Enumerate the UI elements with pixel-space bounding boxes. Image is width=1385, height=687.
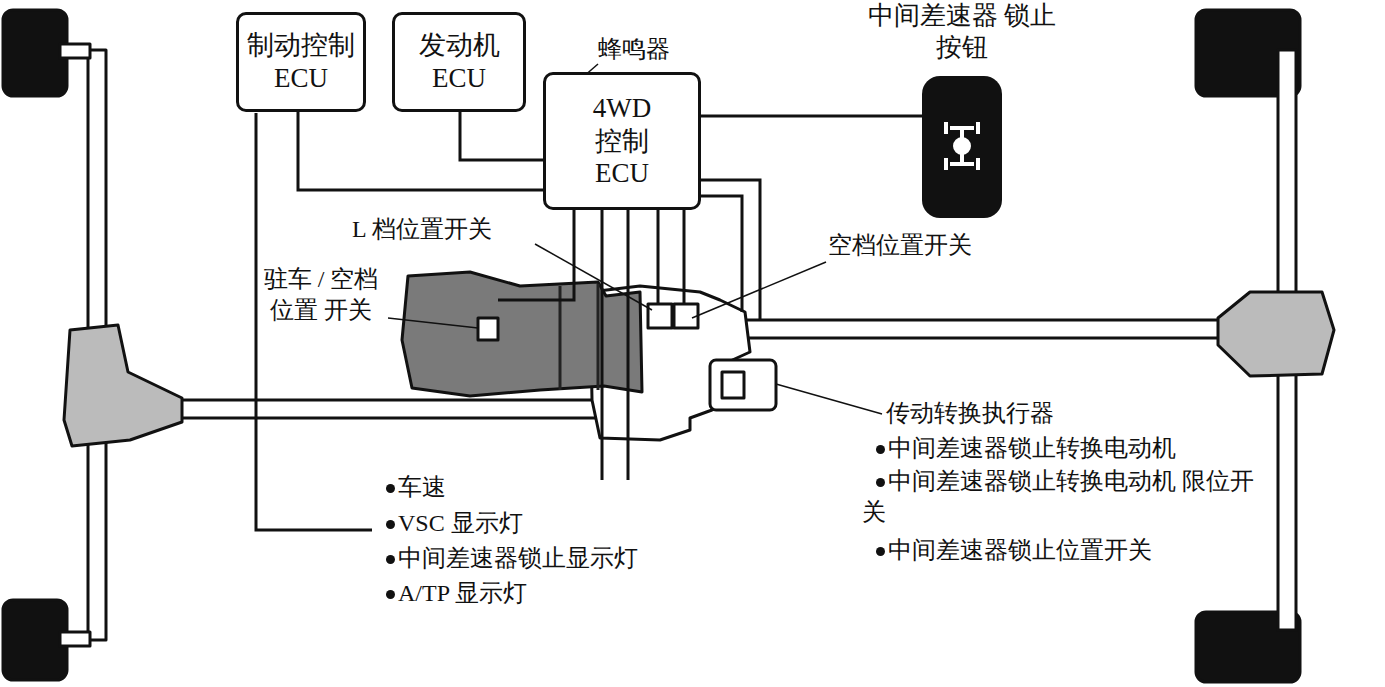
- wheel: [3, 600, 67, 680]
- box-label: 4WD 控制 ECU: [587, 92, 657, 191]
- wire: [657, 210, 660, 304]
- part-label: 空档位置开关: [828, 230, 972, 261]
- bullet-dot: [876, 478, 885, 487]
- part-label: 中间差速器锁止显示灯: [398, 543, 638, 574]
- part-label: 传动转换执行器: [886, 398, 1054, 429]
- ecu-box: 4WD 控制 ECU: [543, 72, 701, 210]
- part-label: VSC 显示灯: [398, 508, 523, 539]
- front-differential: [64, 325, 182, 446]
- switch-symbol: [648, 304, 672, 328]
- connector-wire: [460, 112, 543, 160]
- bullet-dot: [386, 520, 395, 529]
- part-label: 蜂鸣器: [598, 34, 670, 65]
- axle-stub: [60, 44, 90, 58]
- button-heading: 中间差速器 锁止按钮: [862, 0, 1062, 63]
- box-label: 发动机 ECU: [400, 29, 518, 95]
- switch-symbol: [478, 318, 498, 340]
- wheel: [3, 10, 67, 96]
- transfer-actuator: [710, 360, 776, 410]
- lock-icon: [922, 76, 1002, 218]
- rear-driveshaft: [745, 320, 1220, 338]
- wire: [700, 180, 760, 320]
- wire: [683, 210, 686, 304]
- transmission: [402, 272, 642, 396]
- wire: [700, 196, 742, 312]
- leader-line: [692, 262, 826, 318]
- bullet-dot: [876, 547, 885, 556]
- part-label: 中间差速器锁止转换电动机 限位开关: [862, 466, 1262, 528]
- part-label: L 档位置开关: [352, 214, 492, 245]
- bullet-dot: [386, 590, 395, 599]
- wire: [627, 210, 630, 480]
- part-label: 驻车 / 空档位置 开关: [258, 264, 384, 326]
- actuator-motor: [722, 372, 744, 398]
- part-label: 中间差速器锁止位置开关: [888, 535, 1152, 566]
- leader-line: [388, 318, 478, 328]
- box-label: 制动控制 ECU: [242, 29, 360, 95]
- wire: [498, 210, 574, 300]
- switch-symbol: [674, 304, 698, 328]
- bullet-dot: [386, 484, 395, 493]
- connector-wire: [701, 115, 922, 118]
- wire: [601, 210, 604, 480]
- part-label: 车速: [398, 472, 446, 503]
- axle-stub: [60, 632, 90, 646]
- rear-differential: [1218, 292, 1334, 376]
- bullet-dot: [386, 555, 395, 564]
- bullet-dot: [876, 445, 885, 454]
- ecu-box: 发动机 ECU: [392, 12, 526, 112]
- connector-wire: [298, 112, 543, 190]
- part-label: 中间差速器锁止转换电动机: [888, 433, 1176, 464]
- leader-line: [535, 244, 652, 310]
- ecu-box: 制动控制 ECU: [236, 12, 366, 112]
- lock-button: 中间差速器 锁止按钮: [922, 76, 1002, 218]
- part-label: A/TP 显示灯: [398, 578, 527, 609]
- leader-line: [776, 384, 882, 414]
